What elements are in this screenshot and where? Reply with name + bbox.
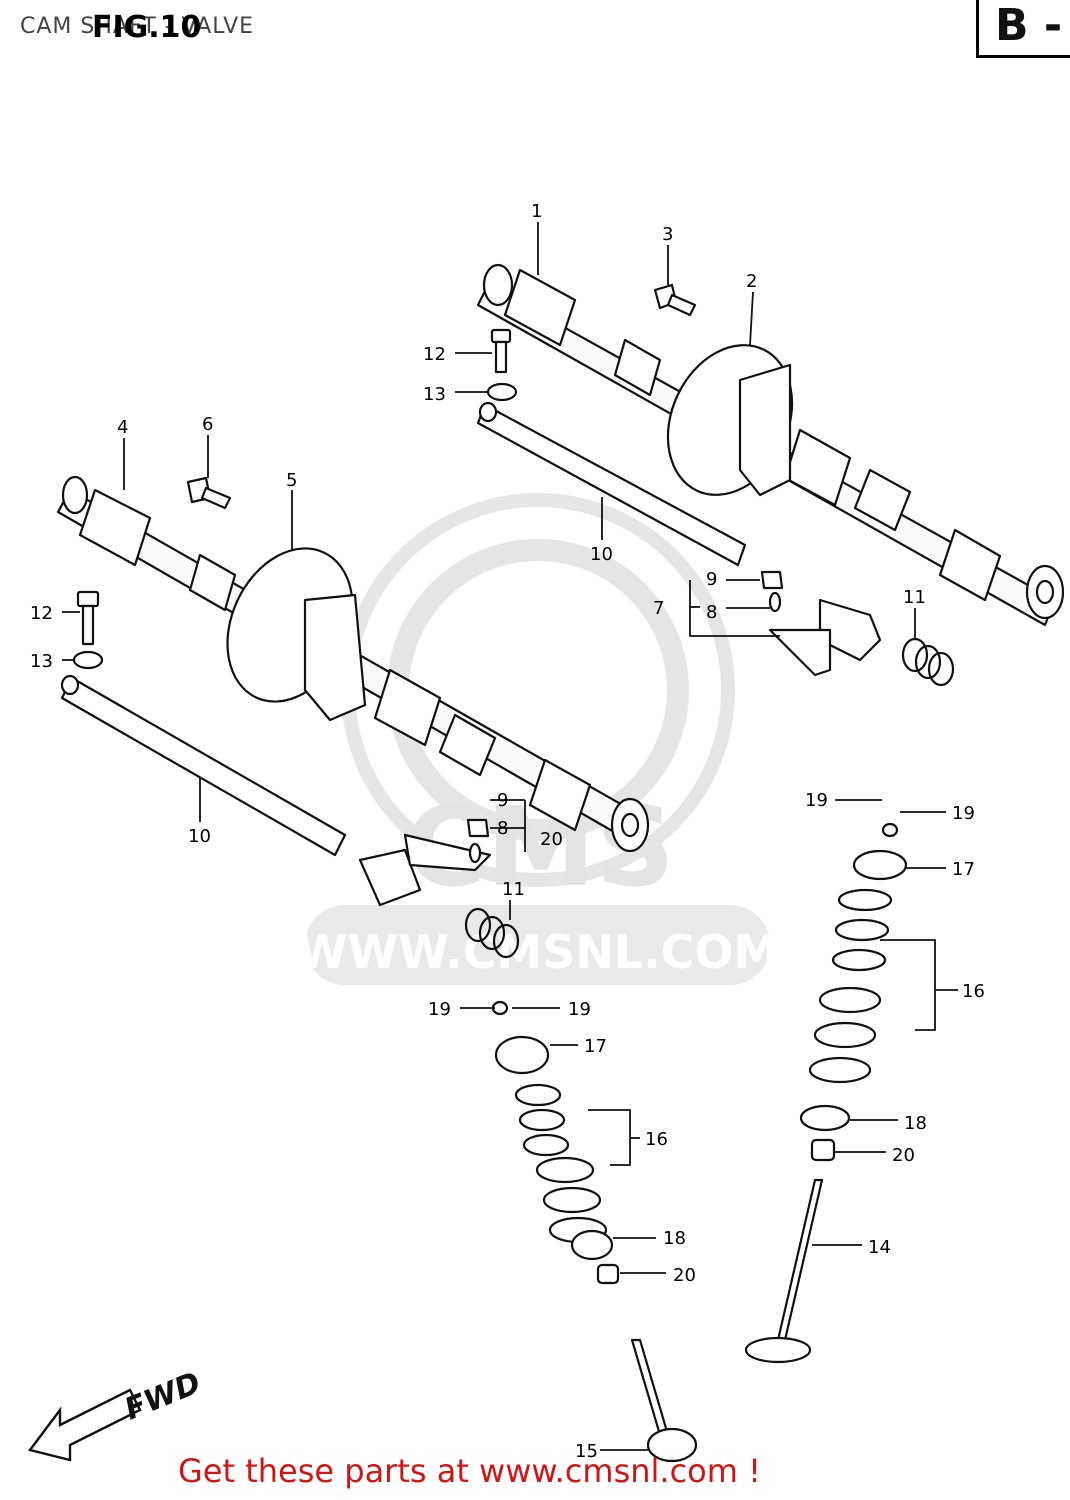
spring-11-upper <box>901 637 955 687</box>
callout-19-left-b: 19 <box>568 999 591 1020</box>
watermark-text: WWW.CMSNL.COM <box>297 925 780 979</box>
cotter-19-right <box>881 822 899 838</box>
callout-20-left: 20 <box>673 1265 696 1286</box>
callout-18-right: 18 <box>904 1113 927 1134</box>
leader-lines <box>62 222 958 1451</box>
callout-19-right-b: 19 <box>952 803 975 824</box>
callout-11-upper: 11 <box>903 587 926 608</box>
callout-10-lower: 10 <box>188 826 211 847</box>
seal-20-left <box>596 1263 620 1285</box>
lower-rocker-shaft <box>60 674 347 857</box>
seal-20-right <box>810 1138 836 1162</box>
spring-11-lower <box>464 907 520 959</box>
seat-18-right <box>799 1104 851 1132</box>
callout-13-upper: 13 <box>423 384 446 405</box>
callout-20-right: 20 <box>892 1145 915 1166</box>
watermark-banner <box>305 905 770 985</box>
bolt-6 <box>186 476 232 510</box>
callout-20-rocker: 20 <box>540 829 563 850</box>
spring-16-right <box>808 888 893 1084</box>
upper-camshaft <box>476 263 1065 627</box>
callout-8-lower: 8 <box>497 818 508 839</box>
rocker-arm-lower <box>358 833 492 907</box>
fwd-label: FWD <box>120 1366 206 1428</box>
seat-18-left <box>570 1229 614 1261</box>
callout-7: 7 <box>653 598 664 619</box>
bolt-12-upper <box>490 328 512 374</box>
nut-9-upper <box>760 570 784 590</box>
callout-15: 15 <box>575 1441 598 1462</box>
callout-17-left: 17 <box>584 1036 607 1057</box>
callout-4: 4 <box>117 417 128 438</box>
callout-17-right: 17 <box>952 859 975 880</box>
callout-6: 6 <box>202 414 213 435</box>
callout-labels: 1 2 3 4 5 6 7 8 9 10 11 12 13 12 13 10 9… <box>30 201 985 1462</box>
cotter-19-left <box>491 1000 509 1016</box>
rocker-arm-upper <box>768 598 882 677</box>
washer-13-lower <box>72 650 104 670</box>
callout-8-upper: 8 <box>706 602 717 623</box>
retainer-17-left <box>494 1035 550 1075</box>
valve-15 <box>630 1338 698 1463</box>
callout-1: 1 <box>531 201 542 222</box>
spring-16-left <box>514 1083 608 1244</box>
callout-19-right-a: 19 <box>805 790 828 811</box>
callout-12-lower: 12 <box>30 603 53 624</box>
callout-5: 5 <box>286 470 297 491</box>
bolt-12-lower <box>76 590 100 646</box>
callout-13-lower: 13 <box>30 651 53 672</box>
callout-9-lower: 9 <box>497 790 508 811</box>
callout-2: 2 <box>746 271 757 292</box>
screw-8-lower <box>468 842 482 864</box>
callout-19-left-a: 19 <box>428 999 451 1020</box>
valve-14 <box>744 1178 824 1364</box>
page-title: CAM SHAFT - VALVE <box>20 14 255 39</box>
washer-13-upper <box>486 382 518 402</box>
fwd-arrow: FWD <box>27 1366 206 1462</box>
callout-16-left: 16 <box>645 1129 668 1150</box>
footer-link[interactable]: Get these parts at www.cmsnl.com ! <box>178 1452 761 1490</box>
upper-rocker-shaft <box>476 401 747 567</box>
section-letter-box: B - <box>976 0 1070 58</box>
retainer-17-right <box>852 849 908 881</box>
screw-8-upper <box>768 591 782 613</box>
callout-3: 3 <box>662 224 673 245</box>
figure-number: FIG.10 <box>92 10 202 45</box>
callout-9-upper: 9 <box>706 569 717 590</box>
callout-10-upper: 10 <box>590 544 613 565</box>
callout-11-lower: 11 <box>502 879 525 900</box>
callout-12-upper: 12 <box>423 344 446 365</box>
callout-16-right: 16 <box>962 981 985 1002</box>
lower-camshaft <box>56 475 650 853</box>
nut-9-lower <box>466 818 490 838</box>
callout-18-left: 18 <box>663 1228 686 1249</box>
callout-14: 14 <box>868 1237 891 1258</box>
bolt-3 <box>653 283 697 317</box>
